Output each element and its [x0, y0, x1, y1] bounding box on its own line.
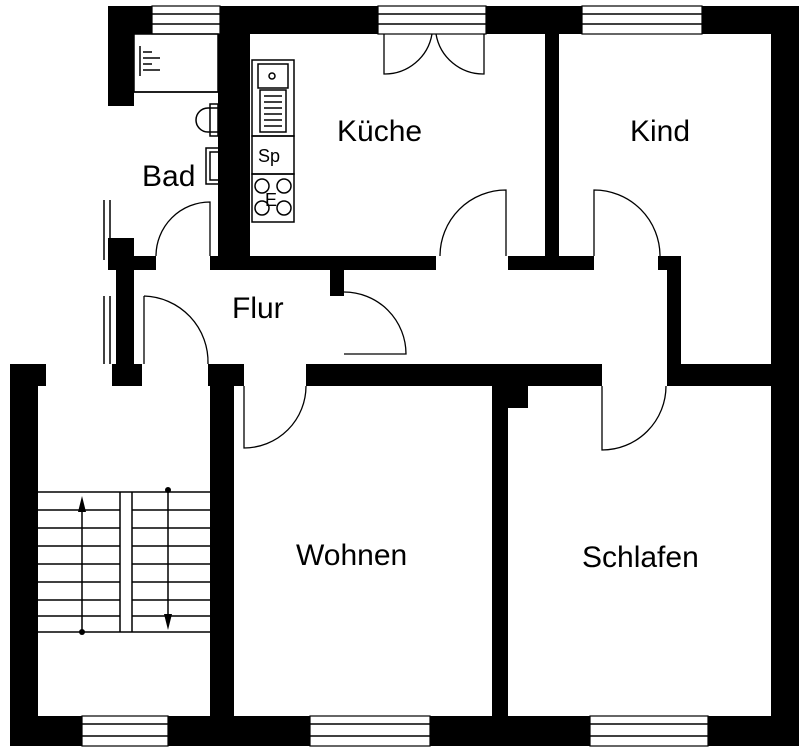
- wall-flur-top-mid: [210, 256, 436, 270]
- wall-kind-bottom: [667, 364, 799, 386]
- dishwasher-icon: Sp: [251, 135, 295, 175]
- door-flur-pier: [343, 291, 407, 355]
- wall-stair-wohnen: [210, 364, 234, 746]
- sink-icon: [205, 147, 233, 185]
- wall-top-kueche-kind: [486, 6, 582, 34]
- door-entrance: [143, 295, 209, 365]
- kueche-fixtures: Sp E: [251, 59, 295, 223]
- window-bad: [151, 5, 221, 35]
- room-label-flur: Flur: [232, 292, 284, 325]
- door-kueche-balcony: [383, 33, 485, 75]
- room-label-kind: Kind: [630, 115, 690, 148]
- stove-label: E: [265, 190, 277, 210]
- wall-wohnen-schlafen-cap: [492, 384, 528, 408]
- wall-bad-kueche: [218, 6, 250, 268]
- doors: [143, 33, 667, 451]
- window-bad-left: [103, 200, 111, 260]
- room-label-schlafen: Schlafen: [582, 541, 699, 574]
- room-label-kueche: Küche: [337, 115, 422, 148]
- window-wohnen: [309, 715, 431, 747]
- window-kind: [581, 5, 703, 35]
- wall-bottom-schlafen-right: [708, 716, 799, 746]
- room-labels: Küche Kind Bad Flur Wohnen Schlafen: [142, 115, 699, 574]
- window-schlafen: [589, 715, 709, 747]
- stove-icon: E: [251, 173, 295, 223]
- door-bad: [155, 201, 211, 257]
- wall-flur-top-right: [508, 256, 594, 270]
- wall-kueche-kind: [545, 34, 559, 264]
- sink-counter-icon: [251, 59, 295, 137]
- wall-kind-left-lower: [667, 256, 681, 386]
- staircase: [38, 487, 210, 635]
- window-stair: [81, 715, 169, 747]
- wall-stair-top-left: [10, 364, 46, 386]
- toilet-icon: [195, 103, 219, 137]
- door-kind: [593, 189, 661, 257]
- wall-bottom-stair: [10, 716, 82, 746]
- wall-flur-left: [116, 270, 134, 368]
- window-kueche: [377, 5, 487, 35]
- wall-flur-top-left: [108, 256, 156, 270]
- wall-flur-bottom-mid: [306, 364, 602, 386]
- wall-bottom-wohnen-schlafen: [430, 716, 590, 746]
- door-wohnen: [243, 385, 307, 449]
- wall-wohnen-schlafen: [492, 384, 508, 746]
- wall-flur-pier: [330, 270, 344, 296]
- stair-down-arrow-icon: [164, 487, 172, 630]
- wall-bottom-stair-wohnen: [168, 716, 310, 746]
- room-label-bad: Bad: [142, 160, 195, 193]
- door-kueche: [439, 189, 507, 257]
- wall-left-bad: [108, 6, 134, 106]
- shower-icon: [133, 33, 219, 93]
- door-schlafen: [601, 385, 667, 451]
- walls: [10, 6, 799, 746]
- stair-up-arrow-icon: [78, 496, 86, 635]
- wall-flur-bottom-left: [112, 364, 142, 386]
- window-flur-left: [103, 296, 111, 364]
- bad-fixtures: [133, 33, 233, 185]
- dishwasher-label: Sp: [258, 146, 280, 166]
- wall-stair-left: [10, 364, 38, 746]
- windows: [81, 5, 709, 747]
- room-label-wohnen: Wohnen: [296, 539, 407, 572]
